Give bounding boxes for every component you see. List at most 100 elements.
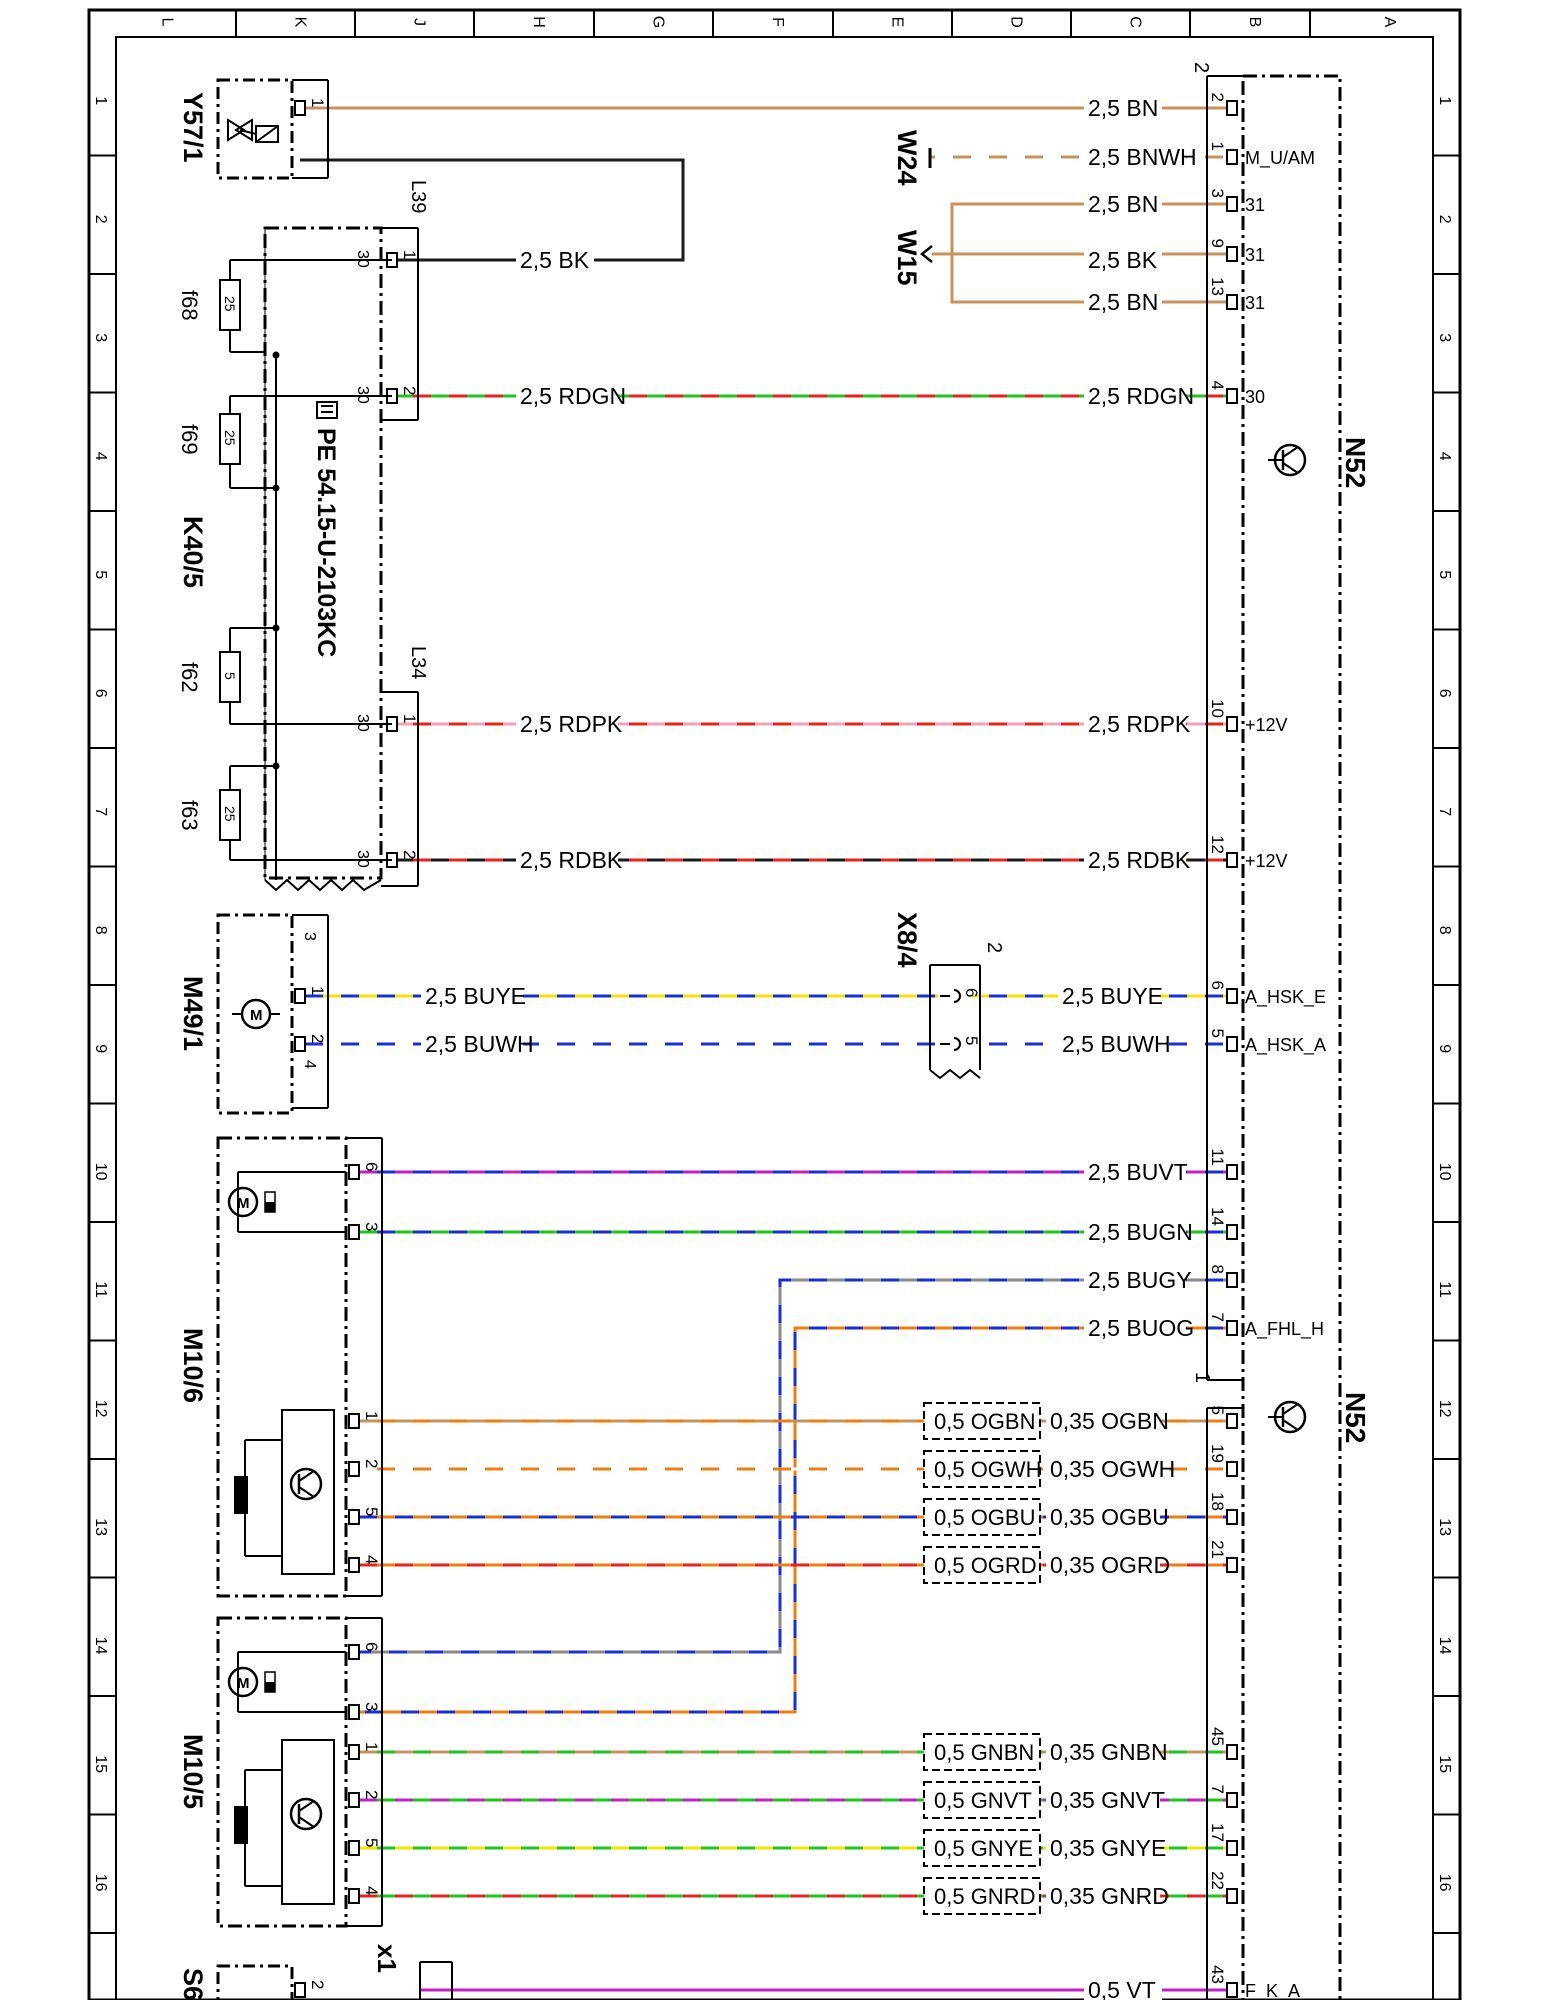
w24-ground: W24 bbox=[892, 130, 932, 186]
fuse-f63-rating: 25 bbox=[222, 806, 238, 822]
label-background bbox=[1084, 1264, 1186, 1294]
grid-row-label: 6 bbox=[1436, 689, 1453, 698]
pin-terminal bbox=[1226, 388, 1238, 404]
pin-number: 4 bbox=[362, 1886, 381, 1895]
n52-label: N52 bbox=[1340, 437, 1371, 488]
pin-number: 10 bbox=[1208, 699, 1227, 718]
pin-number: 1 bbox=[308, 98, 327, 107]
grid-row-label: 2 bbox=[92, 215, 109, 224]
pin-number: 3 bbox=[362, 1702, 381, 1711]
pin-number: 6 bbox=[1208, 981, 1227, 990]
wire-label: 2,5 RDGN bbox=[1088, 383, 1194, 409]
m10-5-motor: M M10/5 bbox=[178, 1616, 383, 1928]
fuse-f63-label: f63 bbox=[177, 800, 202, 831]
wire-label: 0,35 OGBN bbox=[1050, 1408, 1169, 1434]
signal-name: A_FHL_H bbox=[1245, 1319, 1324, 1340]
m49-pin-3: 3 bbox=[301, 932, 318, 941]
pin-number: 3 bbox=[362, 1222, 381, 1231]
pin-number: 1 bbox=[308, 986, 327, 995]
m10-5-label: M10/5 bbox=[178, 1734, 208, 1809]
motor-icon: M bbox=[232, 998, 280, 1030]
splice-box bbox=[923, 1829, 1041, 1867]
grid-row-label: 6 bbox=[92, 689, 109, 698]
pin-terminal bbox=[348, 1792, 360, 1808]
signal-name: A_HSK_E bbox=[1245, 987, 1326, 1008]
pin-number: 2 bbox=[308, 1034, 327, 1043]
wire-segment bbox=[300, 158, 685, 262]
pin-terminal bbox=[1226, 1744, 1238, 1760]
grid-column-label: A bbox=[1381, 17, 1398, 28]
grid-row-label: 7 bbox=[92, 807, 109, 816]
wire-stripe bbox=[354, 1326, 1232, 1714]
splice-label: 0,5 OGBU bbox=[934, 1505, 1035, 1530]
pin-number: 17 bbox=[1208, 1823, 1227, 1842]
wire-label: 2,5 BN bbox=[1088, 191, 1158, 217]
label-background bbox=[1046, 1784, 1160, 1814]
wire-segment bbox=[932, 252, 1232, 304]
signal-name: F_K_A bbox=[1245, 1981, 1300, 2000]
label-background bbox=[1058, 1028, 1160, 1058]
label-background bbox=[1084, 844, 1186, 874]
junction-dot bbox=[272, 351, 280, 359]
pin-number: 1 bbox=[400, 250, 419, 259]
grid-row-label: 2 bbox=[1436, 215, 1453, 224]
grid-column-label: B bbox=[1246, 17, 1263, 28]
pin-number: 1 bbox=[362, 1411, 381, 1420]
sensor-magnet bbox=[234, 1806, 248, 1844]
splice-label: 0,5 OGBN bbox=[934, 1409, 1035, 1434]
pin-terminal bbox=[1226, 1224, 1238, 1240]
pin-number: 22 bbox=[1208, 1871, 1227, 1890]
part-reference-icon bbox=[316, 401, 338, 419]
fuse-f62-rating: 5 bbox=[222, 672, 238, 680]
grid-column-label: E bbox=[889, 17, 906, 28]
y57-valve: Y57/1 bbox=[178, 78, 329, 180]
grid-column-label: K bbox=[292, 17, 309, 28]
x84-pin: 6 bbox=[938, 984, 981, 1008]
wire-label: 2,5 RDBK bbox=[1088, 847, 1191, 873]
transistor-icon bbox=[289, 1467, 323, 1501]
pin-terminal bbox=[348, 1164, 360, 1180]
pin-terminal bbox=[1226, 988, 1238, 1004]
splice-box bbox=[923, 1498, 1041, 1536]
motor-icon: M bbox=[227, 1186, 276, 1218]
k40-label: K40/5 bbox=[178, 516, 208, 588]
signal-name: +12V bbox=[1245, 851, 1288, 871]
n52-connector-2-label: 1 bbox=[1191, 1372, 1213, 1383]
wire-label: 0,35 OGBU bbox=[1050, 1504, 1169, 1530]
wire-stripe bbox=[354, 1278, 1232, 1654]
grid-row-label: 9 bbox=[92, 1044, 109, 1053]
pin-number: 1 bbox=[362, 1742, 381, 1751]
pin-terminal bbox=[1226, 1461, 1238, 1477]
grid-row-label: 11 bbox=[92, 1281, 109, 1298]
label-background bbox=[516, 708, 618, 738]
pin-terminal bbox=[1226, 100, 1238, 116]
pin-terminal bbox=[1226, 294, 1238, 310]
grid-row-label: 4 bbox=[92, 452, 109, 461]
signal-name: 31 bbox=[1245, 293, 1265, 313]
wire-label-left: 2,5 BK bbox=[520, 247, 590, 273]
label-background bbox=[1046, 1453, 1160, 1483]
label-background bbox=[1046, 1501, 1160, 1531]
m49-pin-4: 4 bbox=[301, 1060, 318, 1069]
pin-number: 2 bbox=[1208, 93, 1227, 102]
splice-label: 0,5 GNRD bbox=[934, 1884, 1035, 1909]
fuse-f69-label: f69 bbox=[177, 424, 202, 455]
label-background bbox=[1084, 708, 1186, 738]
pin-terminal bbox=[348, 1413, 360, 1429]
grid-row-label: 14 bbox=[1436, 1637, 1453, 1655]
grid-row-label: 5 bbox=[92, 570, 109, 579]
label-background bbox=[421, 980, 523, 1010]
n52-label-lower: N52 bbox=[1340, 1392, 1371, 1443]
wire-terminal: 3 bbox=[348, 1702, 381, 1720]
label-background bbox=[1084, 1312, 1186, 1342]
pin-terminal bbox=[1226, 1840, 1238, 1856]
grid-row-label: 14 bbox=[92, 1637, 109, 1655]
